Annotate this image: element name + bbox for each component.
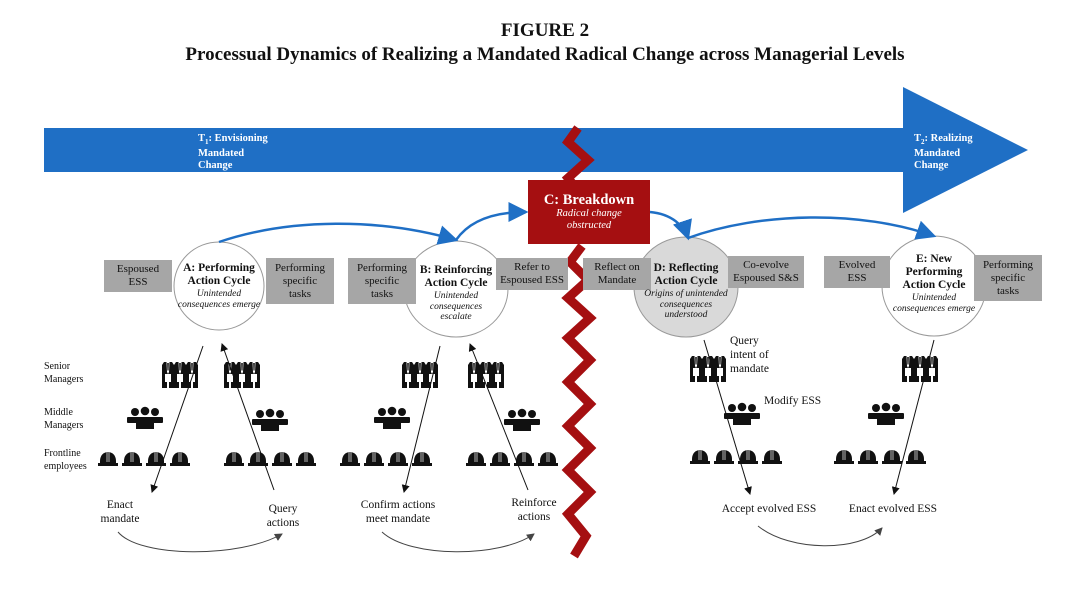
worker-icon-a2 — [224, 452, 316, 466]
manager-icon-a1 — [127, 406, 163, 429]
manager-icon-a2 — [252, 408, 288, 431]
timeline-start-label: T1: Envisioning Mandated Change — [198, 133, 268, 172]
flow-a-down — [150, 345, 204, 493]
senior-icon-d — [690, 356, 726, 382]
note-modify-ess: Modify ESS — [764, 395, 822, 407]
arc-c-to-d — [649, 210, 692, 241]
manager-icon-e — [868, 402, 904, 425]
flow-b-up — [468, 343, 529, 491]
worker-icon-d — [690, 450, 782, 464]
arc-a-to-b — [218, 222, 459, 245]
flow-d-down — [703, 339, 752, 495]
worker-icon-b1 — [340, 452, 432, 466]
breakdown-title: C: Breakdown — [543, 192, 635, 208]
manager-icon-d — [724, 402, 760, 425]
note-enact-evolved: Enact evolved ESS — [848, 503, 938, 515]
curve-b — [381, 531, 535, 553]
note-accept-evolved: Accept evolved ESS — [721, 503, 817, 515]
worker-icon-b2 — [466, 452, 558, 466]
flow-e-down — [891, 339, 935, 495]
arc-b-to-c — [454, 202, 529, 241]
flow-b-down — [401, 345, 441, 493]
senior-icon-e — [902, 356, 938, 382]
arc-d-to-e — [687, 216, 937, 240]
curve-d — [757, 525, 883, 547]
figure-label: FIGURE 2 — [500, 20, 590, 41]
figure-title: Processual Dynamics of Realizing a Manda… — [185, 44, 905, 65]
timeline-end-label: T2: Realizing Mandated Change — [914, 133, 973, 172]
manager-icon-b2 — [504, 408, 540, 431]
timeline-arrow — [44, 87, 1028, 213]
worker-icon-e — [834, 450, 926, 464]
curve-a — [117, 531, 283, 553]
manager-icon-b1 — [374, 406, 410, 429]
worker-icon-a1 — [98, 452, 190, 466]
flow-a-up — [220, 343, 275, 491]
